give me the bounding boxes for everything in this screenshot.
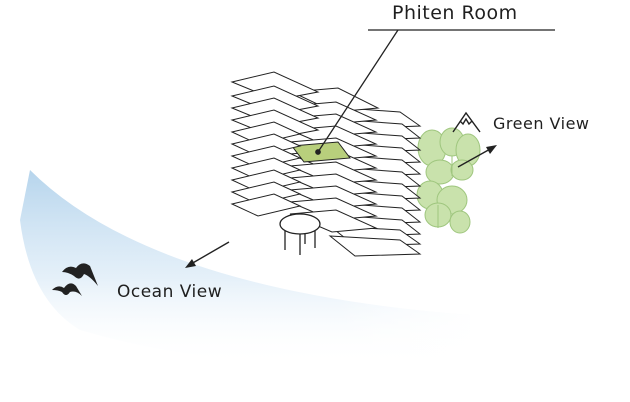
green-view-label: Green View	[493, 114, 590, 133]
mountain-icon	[452, 111, 481, 133]
ocean-view-arrow	[185, 241, 230, 268]
phiten-room-label: Phiten Room	[392, 2, 518, 24]
ocean-view-label: Ocean View	[117, 282, 223, 302]
green-view-arrow	[457, 145, 497, 168]
table-icon	[279, 213, 321, 255]
building-column-right	[328, 107, 422, 257]
birds-icon	[52, 263, 98, 296]
building-column-left	[230, 71, 320, 217]
phiten-room-highlight	[291, 141, 351, 163]
room-leader	[315, 29, 555, 155]
trees	[416, 127, 481, 234]
ocean-area	[20, 170, 470, 366]
building	[230, 71, 422, 257]
